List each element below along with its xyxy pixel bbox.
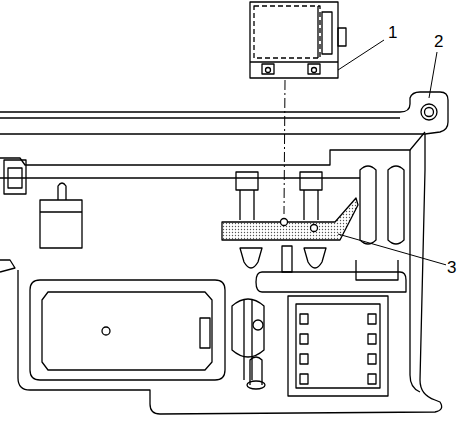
callout-number: 3 [446, 259, 457, 276]
callout-number: 2 [433, 33, 444, 50]
callout-number: 1 [387, 24, 398, 41]
